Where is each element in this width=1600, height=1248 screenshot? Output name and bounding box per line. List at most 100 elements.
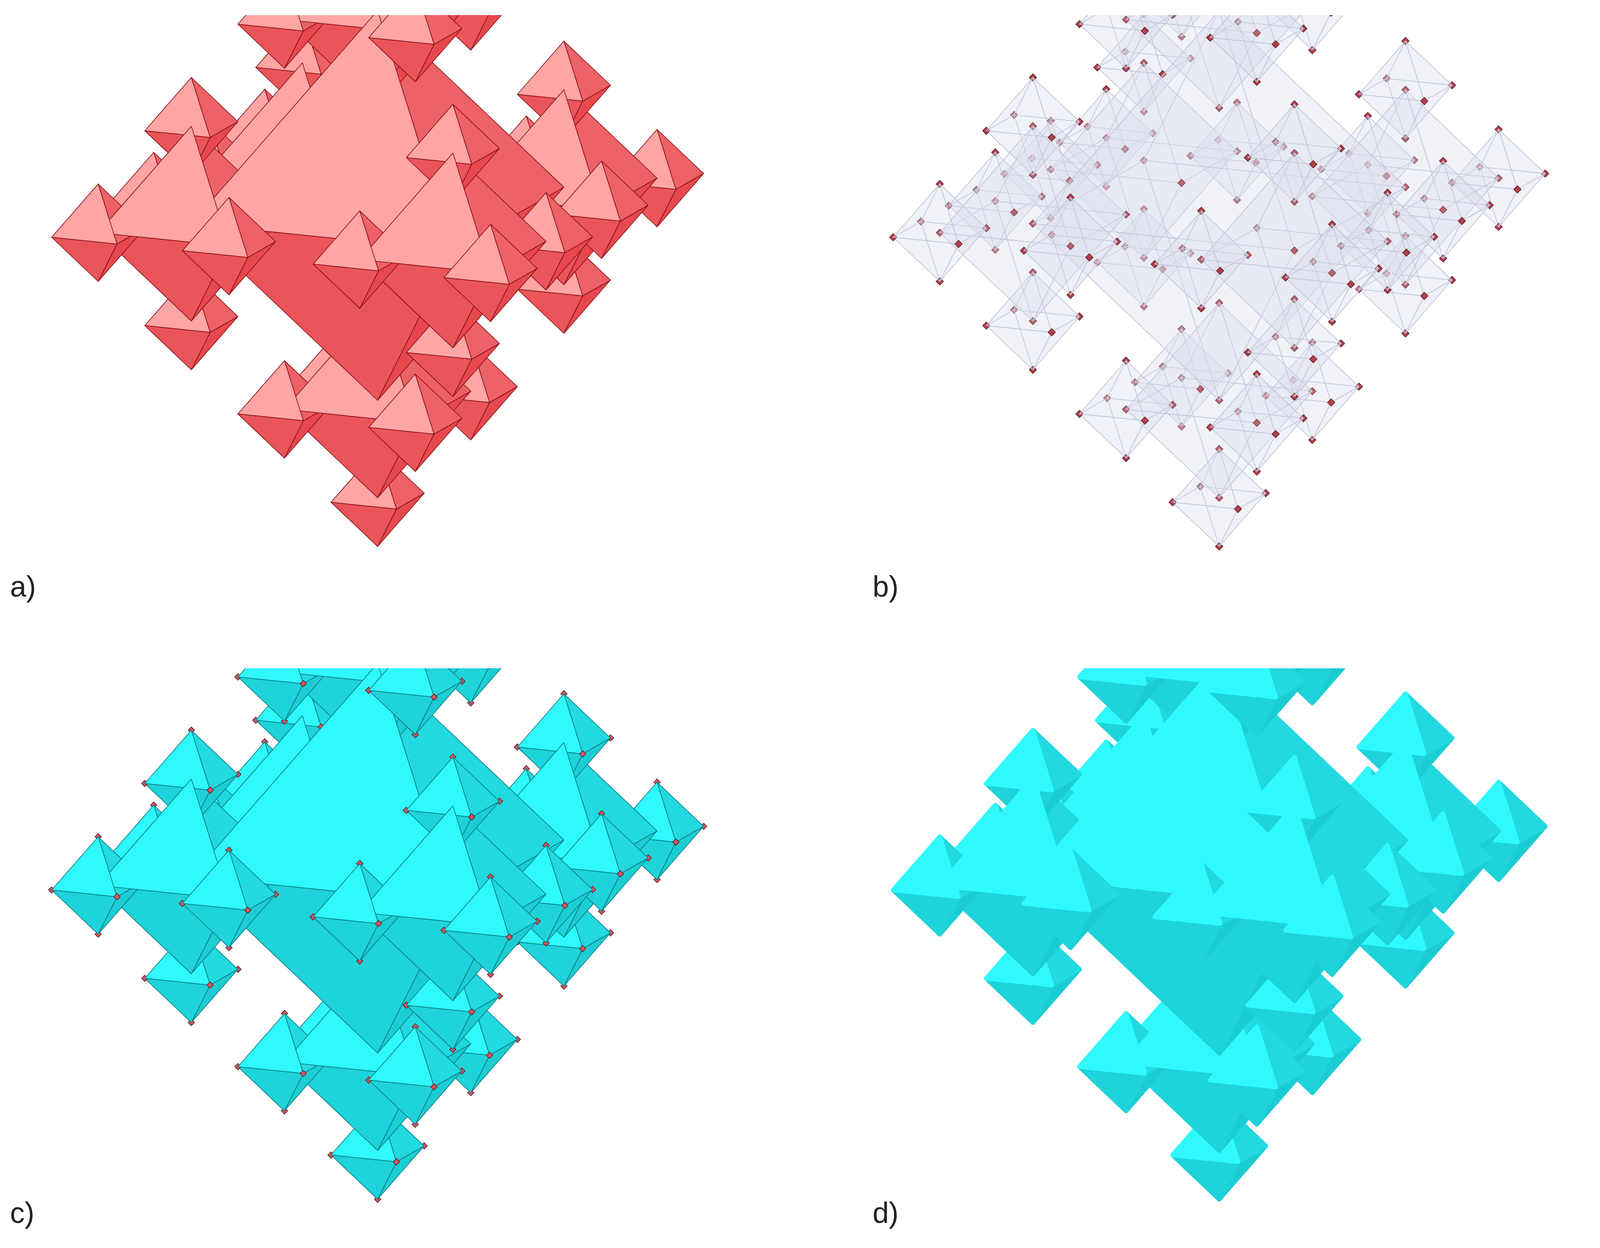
octahedron-face [443, 877, 510, 937]
octahedron-face [237, 677, 304, 722]
octahedron-face [1210, 37, 1276, 82]
octahedron-face [1154, 264, 1221, 309]
octahedron-face [237, 1067, 304, 1112]
octahedron-face [1285, 277, 1351, 322]
vertex-dot [431, 1084, 438, 1091]
vertex-dot [393, 1158, 400, 1166]
octahedron-face [51, 237, 117, 282]
octahedron-face [144, 978, 211, 1023]
octahedron-face [1023, 197, 1090, 258]
vertex-dot [1327, 15, 1335, 17]
octahedron-face [1358, 694, 1425, 754]
octahedron-face [237, 24, 304, 69]
octahedron-face [368, 427, 434, 472]
octahedron-face [517, 289, 583, 334]
octahedron-face [1079, 24, 1145, 69]
octahedron-face [331, 1155, 397, 1200]
vertex-dot [579, 945, 586, 953]
vertex-dot [1347, 280, 1355, 289]
octahedron-face [313, 210, 379, 271]
vertex-dot [300, 1070, 307, 1078]
panel-label: b) [872, 570, 899, 603]
vertex-dot [244, 907, 252, 914]
octahedron-face [406, 757, 472, 817]
vertex-dot [300, 680, 307, 688]
octahedron-face [406, 352, 472, 397]
vertex-dot [468, 1009, 475, 1016]
octahedron-face [331, 502, 397, 547]
octahedron-face [1285, 877, 1351, 937]
octahedron-face [313, 917, 379, 962]
octahedron-face [237, 360, 304, 421]
fractal-panel [893, 668, 1546, 1200]
octahedron-face [406, 104, 472, 164]
octahedron-face [893, 836, 959, 897]
vertex-dot [486, 1052, 493, 1059]
vertex-dot [1420, 97, 1428, 105]
vertex-dot [617, 870, 624, 878]
octahedron-face [1247, 757, 1314, 817]
vertex-dot [1309, 355, 1317, 364]
vertex-dot [505, 934, 513, 941]
octahedron-face [986, 325, 1052, 370]
octahedron-face [368, 37, 434, 82]
octahedron-face [406, 1005, 472, 1050]
vertex-dot [954, 240, 963, 248]
octahedron-face [313, 863, 379, 924]
vertex-dot [113, 893, 121, 900]
octahedron-face [313, 264, 379, 309]
vertex-dot [1458, 217, 1466, 225]
octahedron-face [1154, 863, 1221, 924]
fractal-panel [48, 668, 707, 1203]
vertex-dot [1402, 248, 1411, 257]
vertex-dot [431, 694, 438, 701]
octahedron-face [986, 77, 1052, 138]
octahedron-face [1210, 427, 1276, 472]
vertex-dot [1309, 160, 1317, 169]
octahedron-face [368, 668, 434, 698]
vertex-dot [375, 920, 382, 927]
vertex-dot [1141, 27, 1149, 35]
octahedron-face [893, 184, 959, 244]
octahedron-face [237, 15, 304, 32]
octahedron-face [1079, 15, 1145, 32]
vertex-dot [1216, 267, 1224, 275]
vertex-dot [561, 902, 569, 909]
octahedron-face [986, 730, 1052, 791]
vertex-dot [1420, 292, 1428, 300]
vertex-dot [1327, 399, 1335, 407]
octahedron-face [1023, 850, 1090, 911]
vertex-dot [486, 668, 493, 669]
vertex-dot [1272, 430, 1280, 438]
octahedron-face [237, 1013, 304, 1074]
panel-label: c) [10, 1197, 35, 1230]
vertex-dot [1085, 253, 1094, 262]
octahedron-face [443, 224, 510, 285]
octahedron-face [368, 690, 434, 735]
octahedron-face [144, 77, 211, 138]
octahedron-face [51, 836, 117, 897]
octahedron-face [1079, 668, 1145, 685]
vertex-dot [1513, 185, 1522, 194]
octahedron-face [1210, 668, 1276, 698]
octahedron-face [368, 15, 434, 45]
vertex-dot [672, 839, 679, 846]
octahedron-face [443, 930, 510, 975]
fractal-panel [889, 15, 1549, 551]
octahedron-face [51, 184, 117, 244]
octahedron-face [1079, 360, 1145, 421]
vertex-dot [1047, 133, 1056, 142]
octahedron-face [893, 237, 959, 282]
octahedron-face [1358, 289, 1425, 334]
octahedron-face [182, 250, 248, 295]
octahedron-face [517, 694, 583, 754]
vertex-dot [206, 787, 214, 794]
vertex-dot [1272, 40, 1280, 48]
octahedron-face [517, 41, 583, 101]
panel-label: d) [872, 1197, 899, 1230]
octahedron-face [237, 414, 304, 459]
octahedron-face [1247, 104, 1314, 164]
octahedron-face [1079, 1013, 1145, 1074]
octahedron-face [182, 197, 248, 258]
